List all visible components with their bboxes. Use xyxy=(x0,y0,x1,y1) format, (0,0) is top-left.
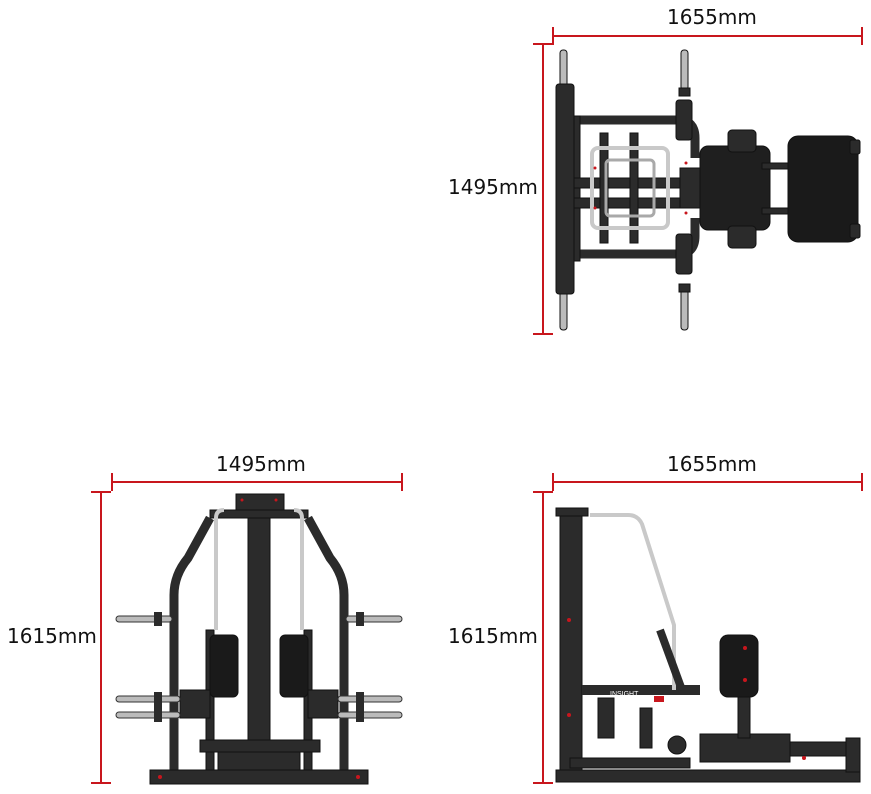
top-view-drawing xyxy=(555,49,861,331)
front-view-height-dimension xyxy=(91,491,111,784)
side-view-height-dimension xyxy=(533,491,553,784)
front-view-width-dimension xyxy=(111,473,403,491)
front-view-height-label: 1615mm xyxy=(7,624,97,648)
side-view-depth-dimension xyxy=(552,473,863,491)
top-view-width-dimension xyxy=(552,27,863,45)
front-view-width-label: 1495mm xyxy=(216,452,306,476)
top-view-depth-label: 1495mm xyxy=(448,175,538,199)
front-view-drawing xyxy=(115,493,403,785)
brand-label: INSIGHT xyxy=(610,691,639,698)
side-view-height-label: 1615mm xyxy=(448,624,538,648)
side-view-depth-label: 1655mm xyxy=(667,452,757,476)
top-view-width-label: 1655mm xyxy=(667,5,757,29)
top-view-depth-dimension xyxy=(533,43,553,335)
side-view-drawing: INSIGHT xyxy=(555,507,861,783)
